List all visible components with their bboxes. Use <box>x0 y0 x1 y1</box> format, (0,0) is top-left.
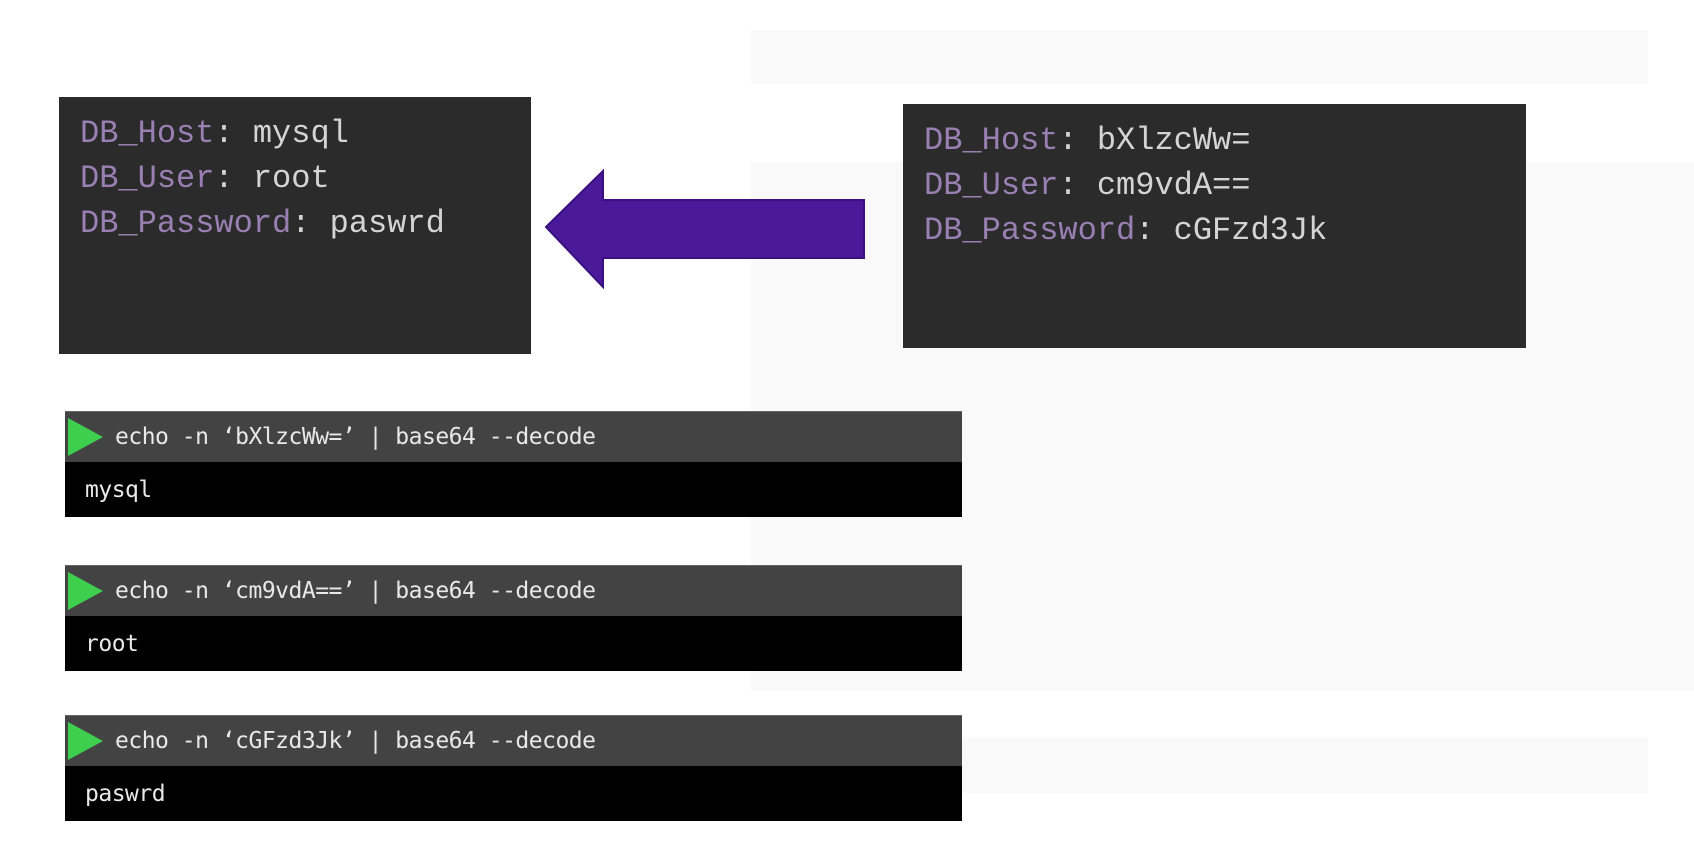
encoded-secret-box: DB_Host: bXlzcWw= DB_User: cm9vdA== DB_P… <box>903 104 1526 348</box>
key: DB_Password <box>924 212 1136 249</box>
terminal-decode-password: echo -n ‘cGFzd3Jk’ | base64 --decode pas… <box>65 715 962 821</box>
terminal-output: root <box>85 630 139 657</box>
terminal-command-bar: echo -n ‘bXlzcWw=’ | base64 --decode <box>65 411 962 462</box>
background-ghost-bar-bottom <box>962 737 1648 793</box>
background-ghost-bar <box>751 30 1648 84</box>
decoded-line-user: DB_User: root <box>80 160 330 197</box>
terminal-command: echo -n ‘cGFzd3Jk’ | base64 --decode <box>115 728 596 754</box>
encoded-line-user: DB_User: cm9vdA== <box>924 167 1251 204</box>
terminal-decode-user: echo -n ‘cm9vdA==’ | base64 --decode roo… <box>65 565 962 671</box>
decoded-secret-box: DB_Host: mysql DB_User: root DB_Password… <box>59 97 531 354</box>
play-icon <box>68 572 103 610</box>
value: mysql <box>252 115 349 152</box>
terminal-output: mysql <box>85 476 152 503</box>
left-arrow-icon <box>544 169 865 289</box>
key: DB_Host <box>80 115 215 152</box>
terminal-decode-host: echo -n ‘bXlzcWw=’ | base64 --decode mys… <box>65 411 962 517</box>
key: DB_User <box>80 160 215 197</box>
terminal-output: paswrd <box>85 780 166 807</box>
encoded-line-password: DB_Password: cGFzd3Jk <box>924 212 1328 249</box>
value: root <box>252 160 330 197</box>
terminal-command: echo -n ‘bXlzcWw=’ | base64 --decode <box>115 424 596 450</box>
value: cm9vdA== <box>1096 167 1251 204</box>
decoded-line-host: DB_Host: mysql <box>80 115 349 152</box>
key: DB_Password <box>80 205 292 242</box>
terminal-output-area: root <box>65 616 962 671</box>
play-icon <box>68 418 103 456</box>
key: DB_Host <box>924 122 1059 159</box>
value: bXlzcWw= <box>1096 122 1251 159</box>
terminal-command-bar: echo -n ‘cGFzd3Jk’ | base64 --decode <box>65 715 962 766</box>
terminal-output-area: paswrd <box>65 766 962 821</box>
terminal-command-bar: echo -n ‘cm9vdA==’ | base64 --decode <box>65 565 962 616</box>
play-icon <box>68 722 103 760</box>
terminal-output-area: mysql <box>65 462 962 517</box>
key: DB_User <box>924 167 1059 204</box>
encoded-line-host: DB_Host: bXlzcWw= <box>924 122 1251 159</box>
value: cGFzd3Jk <box>1173 212 1328 249</box>
value: paswrd <box>329 205 445 242</box>
terminal-command: echo -n ‘cm9vdA==’ | base64 --decode <box>115 578 596 604</box>
decoded-line-password: DB_Password: paswrd <box>80 205 445 242</box>
